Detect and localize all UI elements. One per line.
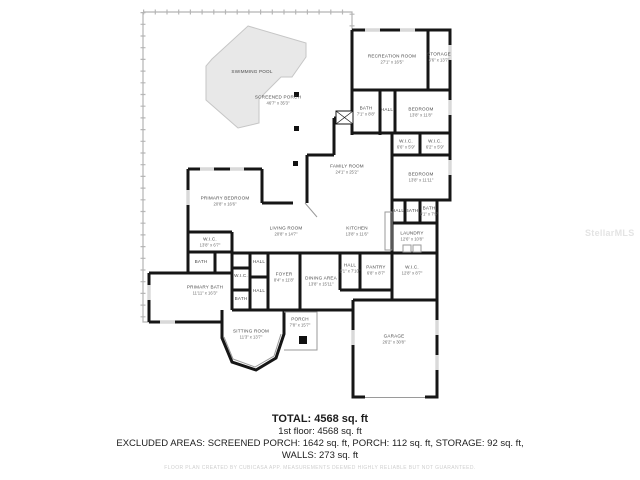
total-area-text: TOTAL: 4568 sq. ft — [271, 413, 369, 425]
walls-area-text: WALLS: 273 sq. ft — [281, 450, 359, 461]
thin-details — [223, 202, 425, 398]
swimming-pool-shape — [205, 25, 307, 129]
excluded-areas-text: EXCLUDED AREAS: SCREENED PORCH: 1642 sq.… — [116, 438, 524, 449]
porch-columns — [293, 92, 307, 344]
first-floor-text: 1st floor: 4568 sq. ft — [278, 426, 362, 437]
walls — [147, 28, 452, 399]
fireplace-icon — [335, 110, 354, 125]
stellar-mls-watermark: StellarMLS — [585, 228, 635, 238]
area-summary: TOTAL: 4568 sq. ft 1st floor: 4568 sq. f… — [0, 413, 640, 471]
disclaimer-text: FLOOR PLAN CREATED BY CUBICASA APP. MEAS… — [164, 465, 476, 471]
window-marks — [147, 28, 452, 370]
screen-wall-line — [142, 11, 353, 323]
